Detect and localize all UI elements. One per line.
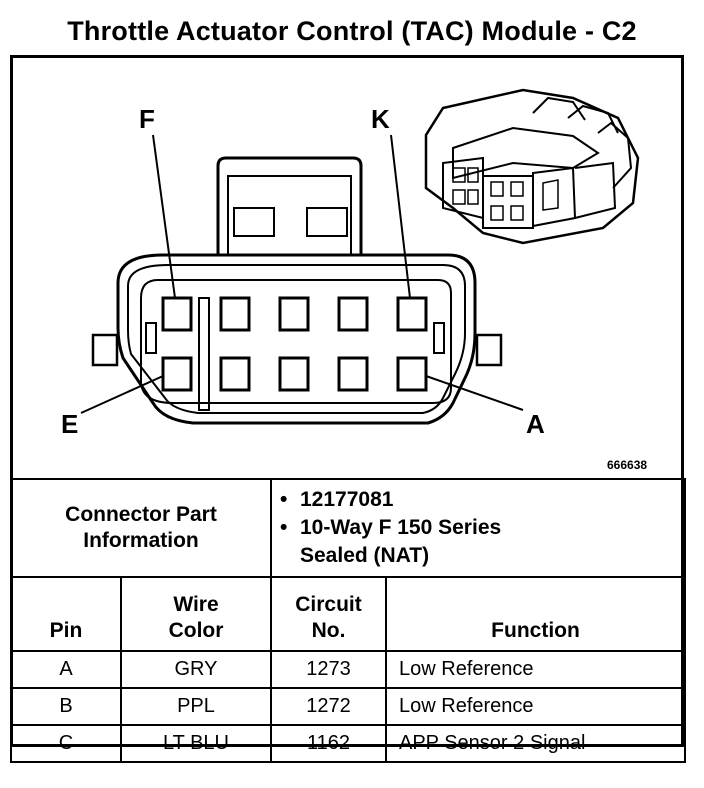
leader-lines (80, 134, 524, 414)
header-pin: Pin (10, 576, 122, 652)
cell-function: Low Reference (384, 650, 687, 689)
cell-pin: A (10, 650, 122, 689)
connector-face (91, 156, 503, 425)
connector-info-label: Connector Part Information (10, 478, 272, 578)
cell-pin: C (10, 724, 122, 763)
cell-wire: PPL (120, 687, 272, 726)
header-function: Function (384, 576, 687, 652)
connector-info-list: •12177081 •10-Way F 150 Series Sealed (N… (269, 478, 687, 578)
info-item: Sealed (NAT) (300, 544, 430, 567)
cell-wire: LT BLU (120, 724, 272, 763)
connector-diagram: F K E A (13, 58, 681, 478)
info-item: •12177081 (280, 488, 394, 511)
table-row: C LT BLU 1162 APP Sensor 2 Signal (10, 724, 687, 763)
pin-label-f: F (139, 104, 155, 134)
cell-circuit: 1272 (270, 687, 387, 726)
diagram-part-number: 666638 (607, 458, 648, 472)
pin-label-a: A (526, 409, 545, 439)
connector-info-row: Connector Part Information •12177081 •10… (10, 478, 687, 578)
pinout-table: Connector Part Information •12177081 •10… (10, 478, 687, 763)
table-row: A GRY 1273 Low Reference (10, 650, 687, 689)
pin-label-e: E (61, 409, 78, 439)
table-row: B PPL 1272 Low Reference (10, 687, 687, 726)
cell-circuit: 1273 (270, 650, 387, 689)
cell-wire: GRY (120, 650, 272, 689)
page-title: Throttle Actuator Control (TAC) Module -… (67, 16, 637, 46)
cell-function: Low Reference (384, 687, 687, 726)
pin-label-k: K (371, 104, 390, 134)
connector-isometric (424, 88, 640, 245)
info-item: •10-Way F 150 Series (280, 516, 502, 539)
cell-function: APP Sensor 2 Signal (384, 724, 687, 763)
cell-pin: B (10, 687, 122, 726)
cell-circuit: 1162 (270, 724, 387, 763)
